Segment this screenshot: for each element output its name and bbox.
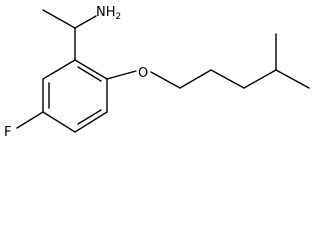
bond-chiral-carbon-to-amine: [74, 15, 97, 29]
ring-bond-upper-left: [42, 59, 76, 80]
chain-bond-branch-right: [275, 69, 310, 89]
oxygen-label: O: [138, 66, 148, 81]
structure-canvas: NH2 O F: [4, 5, 310, 140]
chain-bond-3: [243, 69, 277, 89]
ring-bond-lower-right: [74, 111, 108, 133]
ring-double-bond-top: [77, 66, 102, 82]
chain-bond-2: [210, 69, 245, 89]
bond-ring-to-fluorine: [16, 111, 44, 129]
chain-bond-1: [179, 69, 212, 89]
ring-double-bond-bottom: [77, 109, 102, 125]
fluorine-label: F: [4, 125, 11, 140]
bond-oxygen-to-chain: [150, 71, 181, 89]
bond-chiral-carbon-to-methyl: [42, 9, 76, 29]
ring-bond-top: [74, 59, 108, 80]
bond-ring-to-oxygen: [106, 70, 137, 80]
molecule-drawing: NH2 O F: [4, 5, 310, 140]
ring-bond-bottom: [42, 111, 76, 133]
amine-label: NH2: [96, 5, 121, 22]
